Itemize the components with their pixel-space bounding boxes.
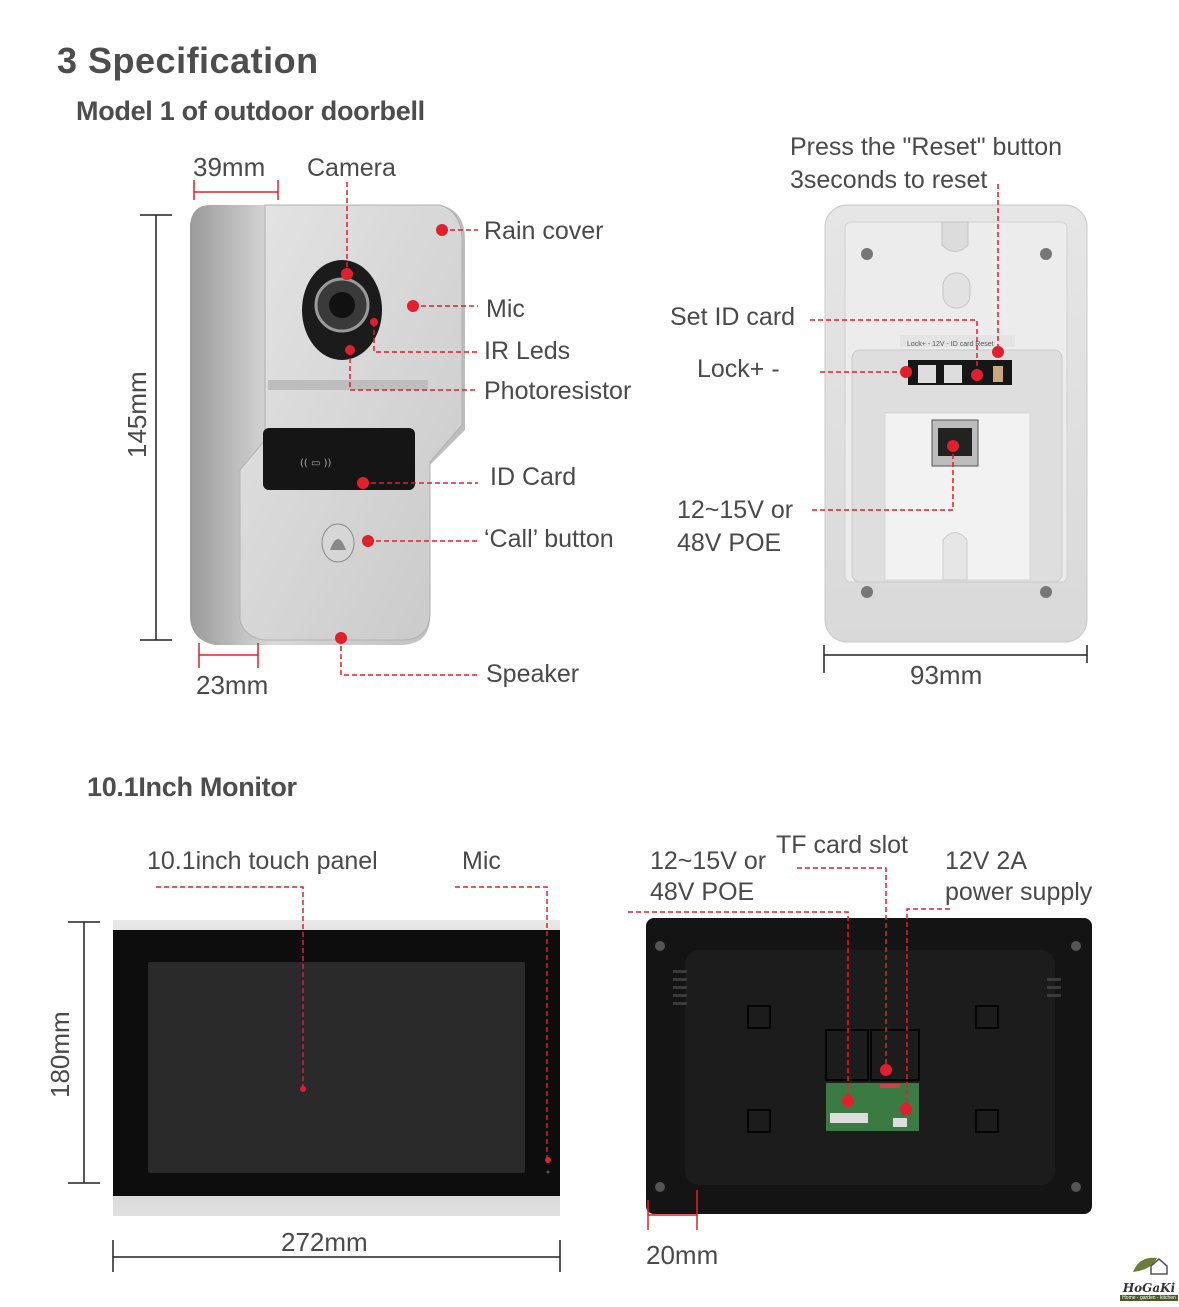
dim-depth-20mm: 20mm xyxy=(646,1240,719,1270)
label-monitor-mic: Mic xyxy=(462,847,501,875)
brand-logo: HoGaKi Home - garden - kitchen xyxy=(1120,1252,1178,1304)
dim-height-180mm: 180mm xyxy=(45,1011,75,1098)
monitor-back-callouts xyxy=(628,867,950,1108)
label-id-card: ID Card xyxy=(490,463,577,491)
monitor-heading: 10.1Inch Monitor xyxy=(87,772,297,802)
doorbell-front-dots xyxy=(335,224,448,644)
doorbell-back-image xyxy=(824,204,1088,643)
terminal-block-text: Lock+ - 12V - ID card Reset xyxy=(907,341,994,348)
dim-depth-23mm: 23mm xyxy=(196,670,269,700)
monitor-front-image xyxy=(113,920,560,1216)
monitor-dimension-lines xyxy=(68,921,561,1272)
label-speaker: Speaker xyxy=(486,660,580,688)
doorbell-dimension-lines xyxy=(140,180,279,668)
doorbell-back-dots xyxy=(900,346,1004,452)
label-monitor-power-line2: 48V POE xyxy=(650,878,755,906)
section-title: 3 Specification xyxy=(57,40,319,81)
label-psu-line1: 12V 2A xyxy=(945,847,1028,875)
label-rain-cover: Rain cover xyxy=(484,217,604,245)
dim-width-272mm: 272mm xyxy=(281,1227,368,1257)
monitor-back-image xyxy=(646,918,1092,1214)
monitor-front-dots xyxy=(300,1086,551,1163)
label-lock: Lock+ - xyxy=(697,355,780,383)
label-psu-line2: power supply xyxy=(945,878,1093,906)
label-touch-panel: 10.1inch touch panel xyxy=(147,847,378,875)
doorbell-back-callouts xyxy=(810,184,999,511)
monitor-back-dots xyxy=(842,1064,912,1115)
logo-tagline: Home - garden - kitchen xyxy=(1120,1295,1178,1301)
dim-height-145mm: 145mm xyxy=(122,371,152,458)
dim-width-39mm: 39mm xyxy=(193,152,266,182)
label-power-line2: 48V POE xyxy=(677,529,782,557)
label-mic: Mic xyxy=(486,295,525,323)
label-set-id-card: Set ID card xyxy=(670,303,796,331)
svg-text:(( ▭ )): (( ▭ )) xyxy=(300,458,332,469)
label-power-line1: 12~15V or xyxy=(677,496,794,524)
label-camera: Camera xyxy=(307,154,396,182)
doorbell-back-width-line xyxy=(823,645,1088,673)
leaf-house-icon xyxy=(1133,1257,1168,1275)
label-tf-card-slot: TF card slot xyxy=(776,831,908,859)
monitor-front-callouts xyxy=(156,886,548,1160)
label-call-button: ‘Call’ button xyxy=(484,525,614,553)
label-reset-line2: 3seconds to reset xyxy=(790,166,988,194)
doorbell-heading: Model 1 of outdoor doorbell xyxy=(76,96,425,126)
logo-name: HoGaKi xyxy=(1122,1281,1176,1295)
label-photoresistor: Photoresistor xyxy=(484,377,632,405)
label-reset-line1: Press the "Reset" button xyxy=(790,133,1063,161)
doorbell-front-callouts xyxy=(340,182,478,676)
monitor-depth-line xyxy=(647,1190,698,1230)
dim-back-width-93mm: 93mm xyxy=(910,660,983,690)
label-monitor-power-line1: 12~15V or xyxy=(650,847,767,875)
doorbell-front-image: (( ▭ )) xyxy=(190,204,465,645)
label-ir-leds: IR Leds xyxy=(484,337,571,365)
